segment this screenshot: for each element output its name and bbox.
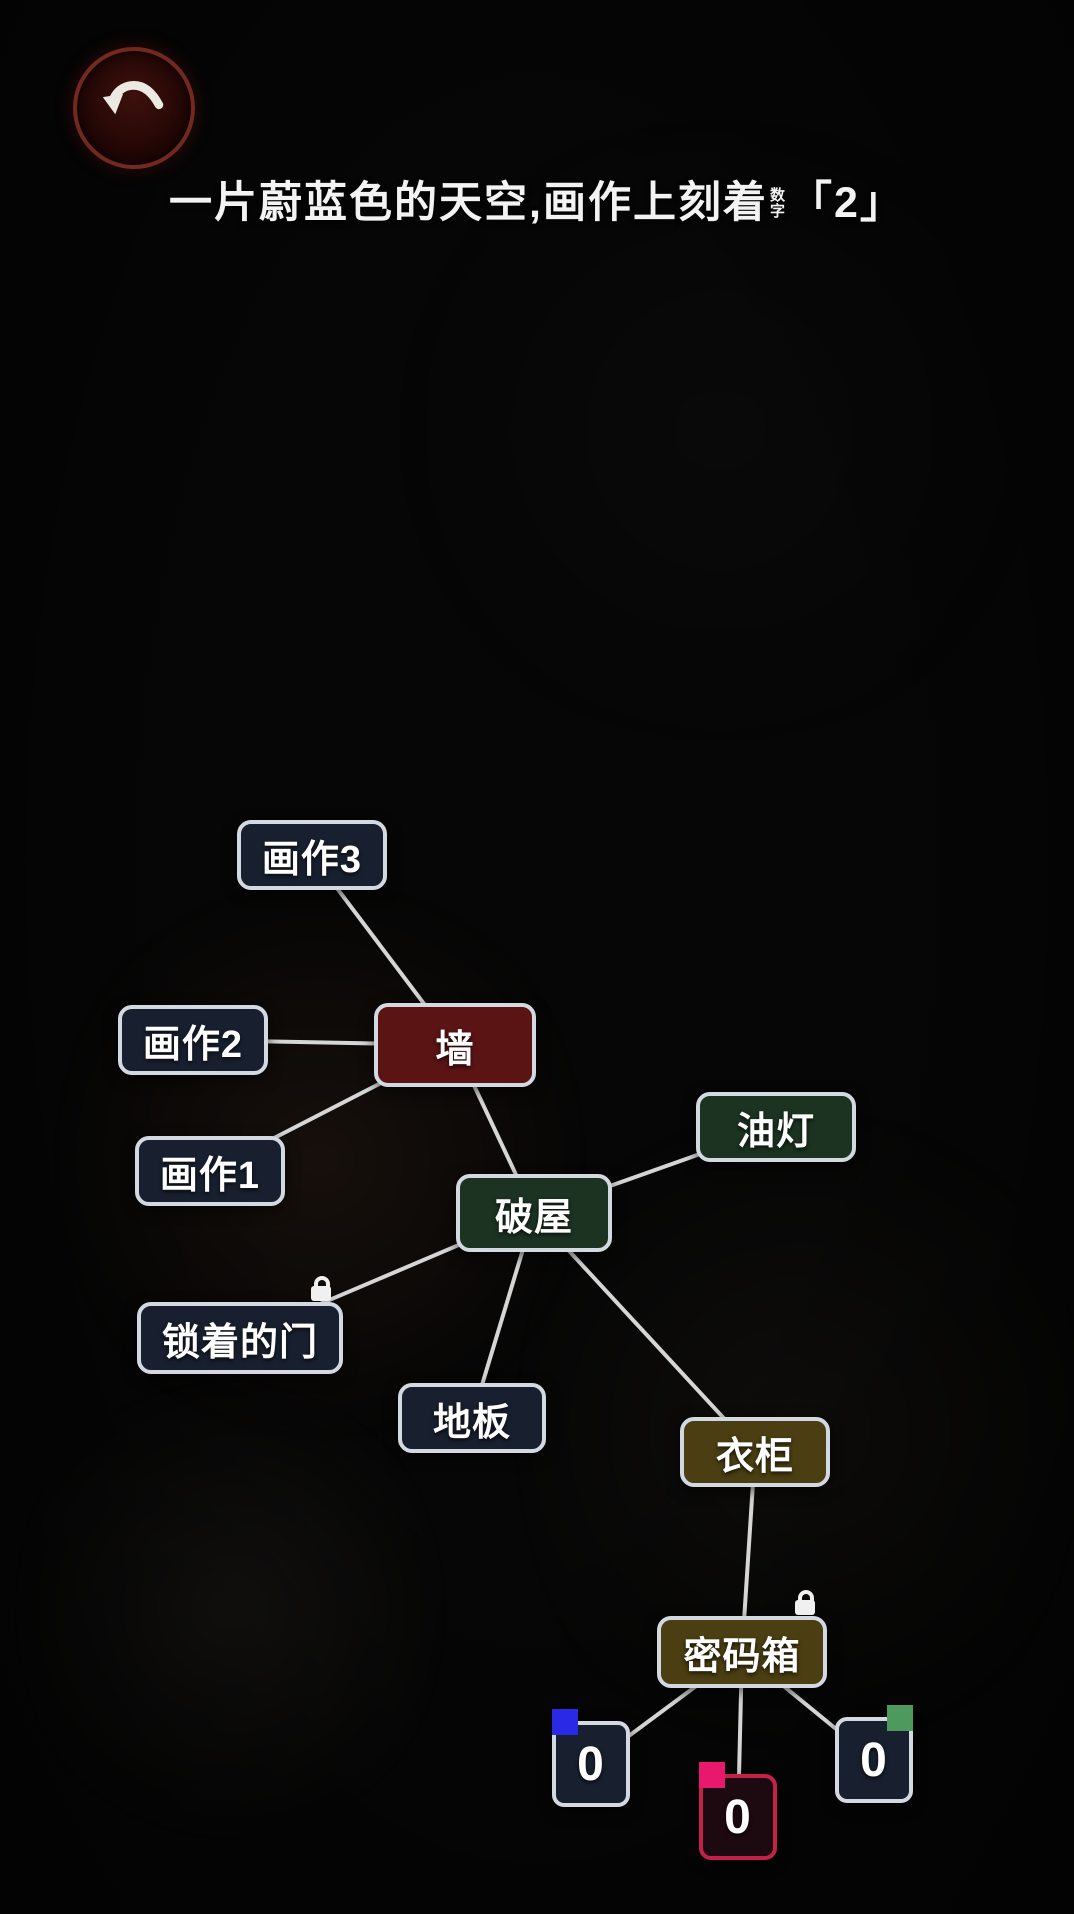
lock-icon bbox=[311, 1276, 331, 1301]
graph-node-huazuo1[interactable]: 画作1 bbox=[135, 1136, 285, 1206]
node-label: 画作2 bbox=[142, 1023, 244, 1066]
graph-node-yigui[interactable]: 衣柜 bbox=[680, 1417, 830, 1487]
graph-node-powu[interactable]: 破屋 bbox=[456, 1174, 612, 1252]
graph-node-youdeng[interactable]: 油灯 bbox=[696, 1092, 856, 1162]
graph-node-mimaxiang[interactable]: 密码箱 bbox=[657, 1590, 827, 1688]
scene-description: 一片蔚蓝色的天空,画作上刻着数字「2」 bbox=[0, 168, 1074, 230]
undo-arrow-icon bbox=[102, 81, 164, 115]
title-small-top: 数 bbox=[770, 186, 788, 204]
node-label: 0 bbox=[577, 1737, 605, 1791]
node-label: 地板 bbox=[432, 1401, 511, 1444]
node-label: 0 bbox=[860, 1733, 888, 1787]
node-label: 画作3 bbox=[261, 838, 363, 881]
node-label: 画作1 bbox=[159, 1154, 261, 1197]
back-button[interactable] bbox=[73, 47, 195, 169]
graph-node-huazuo2[interactable]: 画作2 bbox=[118, 1005, 268, 1075]
graph-node-suomen[interactable]: 锁着的门 bbox=[137, 1276, 343, 1374]
node-label: 破屋 bbox=[494, 1196, 573, 1239]
scene-description-quote: 「2」 bbox=[789, 179, 905, 227]
graph-node-diban[interactable]: 地板 bbox=[398, 1383, 546, 1453]
node-label: 衣柜 bbox=[715, 1435, 794, 1478]
node-label: 0 bbox=[724, 1790, 752, 1844]
title-small-bottom: 字 bbox=[770, 202, 788, 220]
graph-node-qiang[interactable]: 墙 bbox=[374, 1003, 536, 1087]
node-label: 锁着的门 bbox=[161, 1321, 318, 1364]
lock-icon bbox=[795, 1590, 815, 1615]
graph-node-zero_red[interactable]: 0 bbox=[699, 1762, 777, 1860]
node-label: 墙 bbox=[435, 1028, 475, 1071]
color-marker-icon bbox=[552, 1709, 578, 1735]
node-label: 油灯 bbox=[736, 1110, 815, 1153]
scene-description-text: 一片蔚蓝色的天空,画作上刻着 bbox=[169, 179, 768, 227]
color-marker-icon bbox=[699, 1762, 725, 1788]
graph-node-zero_blue[interactable]: 0 bbox=[552, 1709, 630, 1807]
graph-edge bbox=[532, 1211, 757, 1454]
node-label: 密码箱 bbox=[683, 1635, 801, 1678]
graph-node-huazuo3[interactable]: 画作3 bbox=[237, 820, 387, 890]
color-marker-icon bbox=[887, 1705, 913, 1731]
title-small-annotation: 数字 bbox=[770, 188, 787, 220]
graph-node-zero_green[interactable]: 0 bbox=[835, 1705, 913, 1803]
